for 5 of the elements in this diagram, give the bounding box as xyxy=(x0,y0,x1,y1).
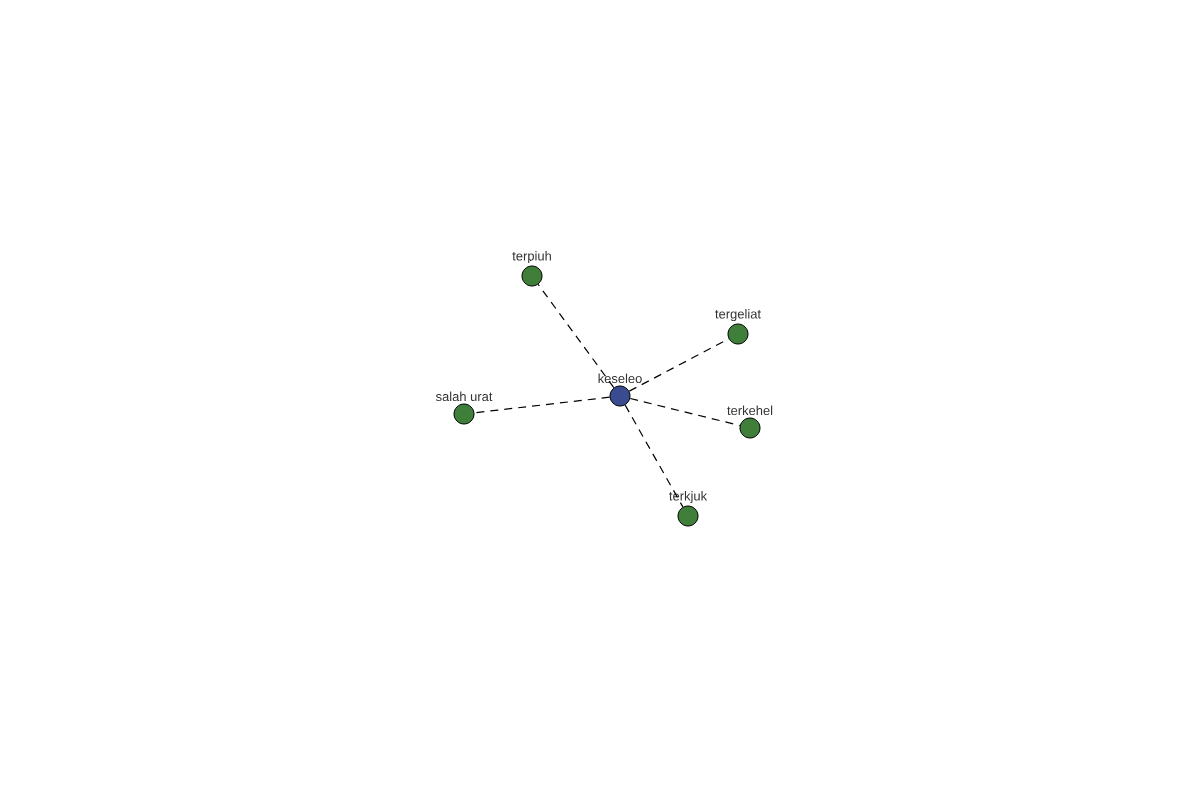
dashed-connector xyxy=(629,397,741,427)
dashed-connector xyxy=(628,338,730,392)
dashed-connector xyxy=(537,283,615,389)
dashed-connector xyxy=(624,404,684,508)
dashed-connector xyxy=(473,396,611,414)
